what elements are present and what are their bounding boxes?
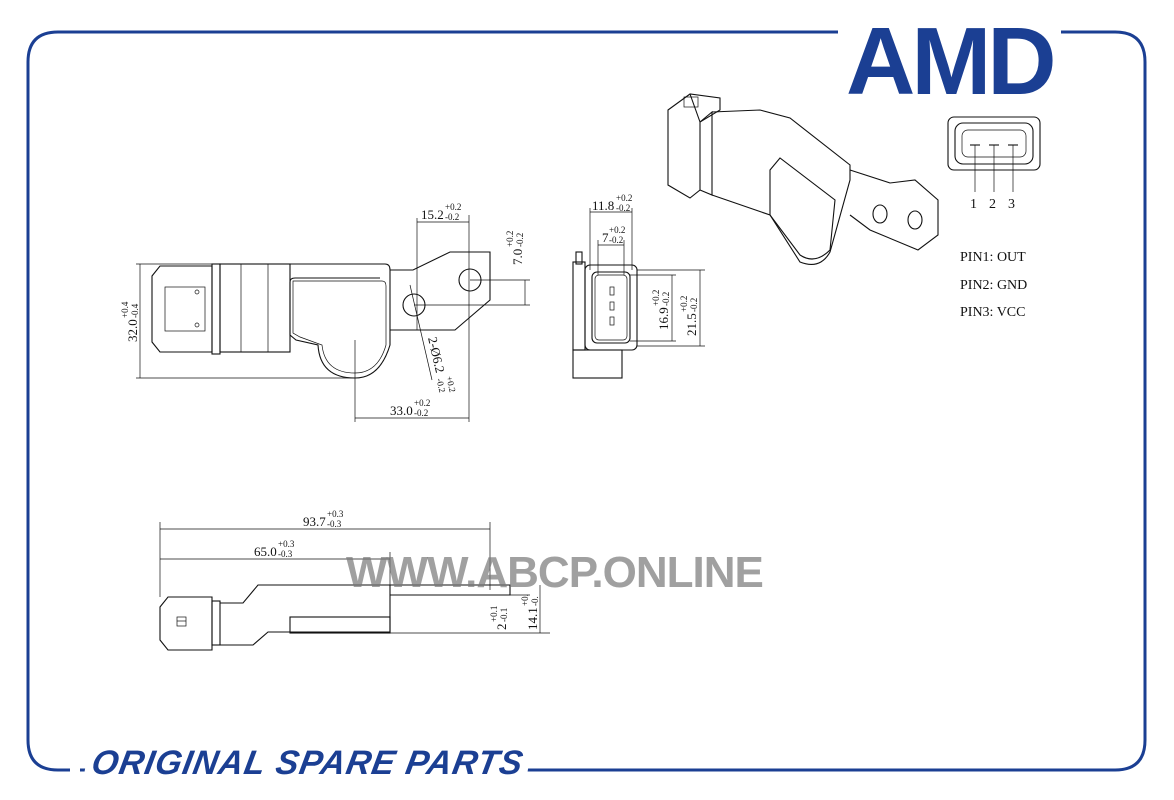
pin-number-3: 3 [1008, 197, 1015, 212]
svg-text:+0.2: +0.2 [609, 225, 625, 235]
sensor-3d-view [667, 93, 939, 265]
dim-33-0: 33.0 +0.2 -0.2 [390, 398, 430, 418]
svg-text:+0.3: +0.3 [327, 509, 344, 519]
svg-text:+0.2: +0.2 [679, 296, 689, 312]
dim-7-0: 7.0 +0.2 -0.2 [505, 231, 525, 265]
dim-32-0: 32.0 +0.4 -0.4 [120, 301, 140, 342]
svg-text:+0.2: +0.2 [414, 398, 430, 408]
amd-logo: AMD [838, 14, 1061, 110]
svg-text:93.7: 93.7 [303, 514, 326, 529]
top-view [136, 215, 530, 422]
dim-16-9: 16.9 +0.2 -0.2 [651, 290, 671, 330]
pin-number-1: 1 [970, 197, 977, 212]
svg-text:+0.2: +0.2 [445, 202, 461, 212]
svg-text:-0.2: -0.2 [445, 212, 459, 222]
svg-text:+0.3: +0.3 [278, 539, 295, 549]
svg-text:2-Ø6.2: 2-Ø6.2 [425, 335, 448, 374]
dim-7: 7 +0.2 -0.2 [602, 225, 625, 245]
dim-hole-diameter: 2-Ø6.2 +0.2 -0.2 [425, 335, 458, 393]
svg-text:21.5: 21.5 [684, 313, 699, 336]
pin1-label: PIN1: OUT [960, 250, 1026, 265]
dim-21-5: 21.5 +0.2 -0.2 [679, 296, 699, 336]
watermark: WWW.ABCP.ONLINE [346, 548, 764, 597]
svg-text:-0.3: -0.3 [278, 549, 293, 559]
side-view [159, 522, 550, 651]
svg-text:-0.2: -0.2 [661, 292, 671, 306]
svg-text:32.0: 32.0 [125, 319, 140, 342]
dim-15-2: 15.2 +0.2 -0.2 [421, 202, 461, 222]
dim-2: 2 +0.1 -0.1 [489, 606, 509, 630]
svg-text:2: 2 [494, 624, 509, 631]
pin3-label: PIN3: VCC [960, 305, 1025, 320]
svg-text:-0.2: -0.2 [515, 233, 525, 247]
pin-number-2: 2 [989, 197, 996, 212]
svg-text:+0.: +0. [520, 594, 530, 606]
dim-93-7: 93.7 +0.3 -0.3 [303, 509, 344, 529]
svg-text:65.0: 65.0 [254, 544, 277, 559]
svg-text:-0.1: -0.1 [499, 608, 509, 622]
svg-text:-0.2: -0.2 [609, 235, 623, 245]
svg-text:7: 7 [602, 230, 609, 245]
svg-text:+0.2: +0.2 [616, 193, 632, 203]
footer-slogan: ORIGINAL SPARE PARTS [82, 744, 533, 783]
svg-text:-0.: -0. [530, 596, 540, 606]
svg-text:+0.2: +0.2 [651, 290, 661, 306]
svg-text:+0.4: +0.4 [120, 301, 130, 318]
dim-14-1: 14.1 +0. -0. [520, 594, 540, 630]
svg-text:7.0: 7.0 [510, 249, 525, 265]
svg-text:-0.2: -0.2 [435, 377, 448, 393]
dim-11-8: 11.8 +0.2 -0.2 [592, 193, 632, 213]
svg-text:15.2: 15.2 [421, 207, 444, 222]
svg-text:11.8: 11.8 [592, 198, 614, 213]
dim-65-0: 65.0 +0.3 -0.3 [254, 539, 295, 559]
svg-text:-0.2: -0.2 [616, 203, 630, 213]
svg-text:33.0: 33.0 [390, 403, 413, 418]
svg-text:-0.3: -0.3 [327, 519, 342, 529]
svg-text:+0.2: +0.2 [444, 375, 457, 393]
svg-text:-0.2: -0.2 [689, 298, 699, 312]
connector-pinout [947, 116, 1041, 192]
front-view [572, 208, 705, 379]
svg-text:14.1: 14.1 [525, 607, 540, 630]
svg-text:+0.2: +0.2 [505, 231, 515, 247]
svg-text:16.9: 16.9 [656, 307, 671, 330]
svg-text:+0.1: +0.1 [489, 606, 499, 622]
pin2-label: PIN2: GND [960, 278, 1027, 293]
svg-text:-0.2: -0.2 [414, 408, 428, 418]
frame-border [26, 30, 1147, 772]
svg-text:-0.4: -0.4 [130, 303, 140, 318]
